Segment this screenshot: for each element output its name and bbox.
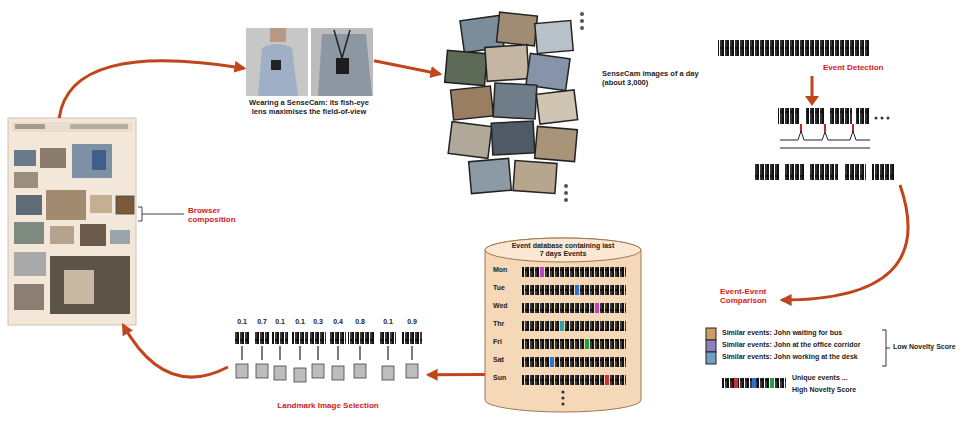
day-label: Mon — [493, 266, 519, 274]
novelty-score: 0.1 — [380, 318, 396, 326]
node-title: SenseCam images of a day (about 3,000) — [602, 70, 702, 87]
day-label: Sat — [493, 356, 519, 364]
event-detection-strips — [718, 40, 894, 180]
event-database-cylinder — [485, 238, 641, 412]
novelty-score: 0.1 — [292, 318, 308, 326]
novelty-score: 0.1 — [272, 318, 288, 326]
annotation: Similar events: John waiting for bus — [722, 329, 880, 337]
event-detection: Event Detection — [715, 35, 900, 185]
node-title: Landmark Image Selection — [268, 401, 388, 410]
flow-arrow — [782, 185, 908, 300]
annotation: Similar events: John working at the desk — [722, 353, 880, 361]
novelty-score: 0.3 — [310, 318, 326, 326]
annotation: Similar events: John at the office corri… — [722, 341, 880, 349]
database-cylinder: Event database containing last 7 days Ev… — [485, 238, 641, 413]
novelty-score: 0.8 — [352, 318, 368, 326]
novelty-score: 0.4 — [330, 318, 346, 326]
node-title: Browser composition — [188, 206, 250, 224]
day-label: Thr — [493, 320, 519, 328]
image-collage: SenseCam images of a day (about 3,000) — [440, 8, 590, 202]
node-title: Event database containing last 7 days Ev… — [511, 242, 615, 258]
landmark-step: Landmark Image Selection — [228, 318, 428, 416]
browser-panel: Browser composition — [8, 118, 136, 325]
day-label: Tue — [493, 284, 519, 292]
node-title: Wearing a SenseCam: its fish-eye lens ma… — [244, 99, 374, 116]
novelty-score: 0.7 — [254, 318, 270, 326]
landmark-frames — [234, 332, 422, 382]
node-title: Event-Event Comparison — [720, 287, 782, 305]
day-label: Fri — [493, 338, 519, 346]
browser-screenshot — [8, 118, 184, 325]
flow-arrow — [428, 373, 485, 376]
novelty-score: 0.9 — [404, 318, 420, 326]
annotation: Low Novelty Score — [893, 343, 967, 351]
comparison-step: Event-Event Comparison — [720, 285, 782, 315]
day-label: Sun — [493, 374, 519, 382]
wearing-photos — [246, 28, 373, 96]
node-title: Event Detection — [823, 63, 895, 72]
annotation: Unique events ... — [792, 374, 892, 382]
photo-panel: Wearing a SenseCam: its fish-eye lens ma… — [244, 26, 374, 120]
image-collage — [445, 12, 584, 202]
flow-arrow — [59, 61, 244, 118]
day-label: Wed — [493, 302, 519, 310]
flow-arrow — [374, 61, 440, 74]
annotation: High Novelty Score — [792, 386, 892, 394]
flow-arrow — [123, 325, 228, 377]
novelty-score: 0.1 — [234, 318, 250, 326]
